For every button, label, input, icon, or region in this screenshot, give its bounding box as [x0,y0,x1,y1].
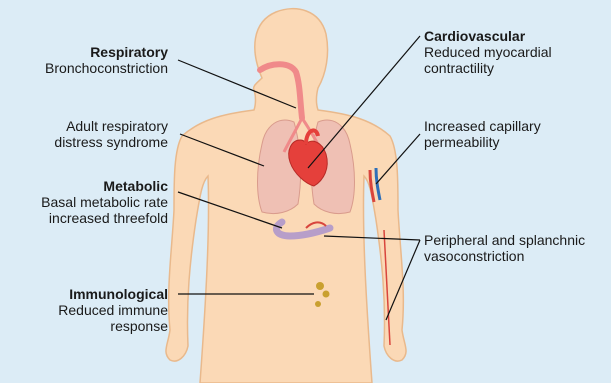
metabolic-line2: increased threefold [41,210,168,226]
immunological-line2: response [58,318,168,334]
vasoconstriction-line2: vasoconstriction [424,248,585,264]
label-ards: Adult respiratory distress syndrome [54,118,168,150]
metabolic-title: Metabolic [41,178,168,194]
label-respiratory: Respiratory Bronchoconstriction [45,44,168,76]
ards-line2: distress syndrome [54,134,168,150]
label-capillary: Increased capillary permeability [424,118,541,150]
capillary-line1: Increased capillary [424,118,541,134]
lymph-node-2 [323,291,330,298]
label-immunological: Immunological Reduced immune response [58,286,168,334]
label-vasoconstriction: Peripheral and splanchnic vasoconstricti… [424,232,585,264]
vasoconstriction-line1: Peripheral and splanchnic [424,232,585,248]
label-metabolic: Metabolic Basal metabolic rate increased… [41,178,168,226]
immunological-line1: Reduced immune [58,302,168,318]
lymph-node-3 [315,301,321,307]
capillary-line2: permeability [424,134,541,150]
label-cardiovascular: Cardiovascular Reduced myocardial contra… [424,28,552,76]
cardiovascular-line2: contractility [424,60,552,76]
metabolic-line1: Basal metabolic rate [41,194,168,210]
lymph-node-1 [316,282,324,290]
cardiovascular-title: Cardiovascular [424,28,552,44]
cardiovascular-line1: Reduced myocardial [424,44,552,60]
immunological-title: Immunological [58,286,168,302]
respiratory-desc: Bronchoconstriction [45,60,168,76]
ards-line1: Adult respiratory [54,118,168,134]
respiratory-title: Respiratory [45,44,168,60]
